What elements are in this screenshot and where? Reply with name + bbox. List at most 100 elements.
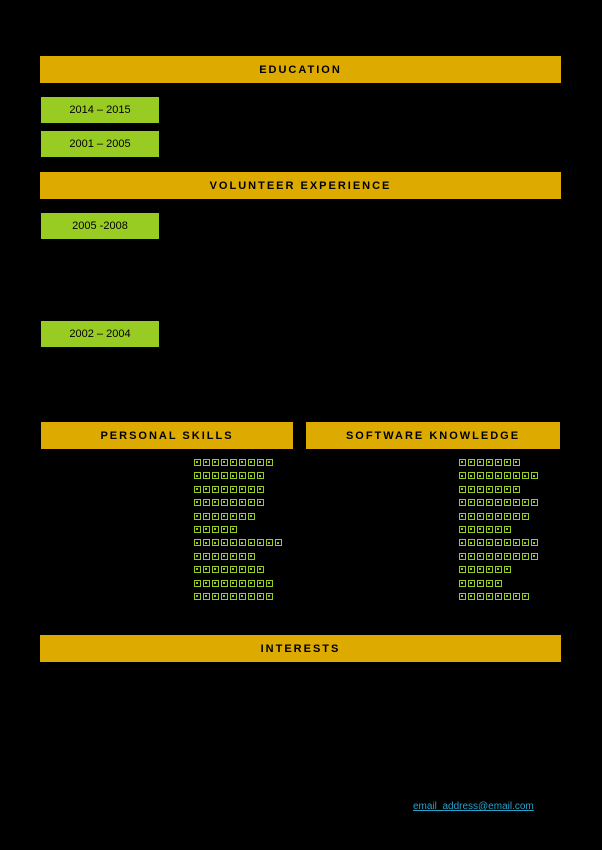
- skill-rating-row: [459, 551, 538, 562]
- rating-square-icon: [477, 539, 484, 547]
- rating-square-icon: [522, 552, 529, 560]
- rating-square-icon: [221, 539, 228, 547]
- rating-square-icon: [230, 472, 237, 480]
- rating-square-icon: [468, 459, 475, 466]
- rating-square-icon: [194, 592, 201, 600]
- volunteer-date-2: 2002 – 2004: [41, 321, 159, 347]
- skill-rating-row: [194, 551, 282, 562]
- rating-square-icon: [230, 459, 237, 466]
- rating-square-icon: [248, 552, 255, 560]
- rating-square-icon: [495, 552, 502, 560]
- skill-rating-row: [459, 564, 538, 575]
- rating-square-icon: [513, 485, 520, 493]
- rating-square-icon: [477, 512, 484, 520]
- rating-square-icon: [239, 472, 246, 480]
- rating-square-icon: [221, 566, 228, 574]
- education-date-1: 2014 – 2015: [41, 97, 159, 123]
- rating-square-icon: [477, 552, 484, 560]
- rating-square-icon: [477, 499, 484, 507]
- skill-rating-row: [459, 497, 538, 508]
- rating-square-icon: [495, 485, 502, 493]
- rating-square-icon: [194, 472, 201, 480]
- rating-square-icon: [221, 525, 228, 533]
- rating-square-icon: [468, 472, 475, 480]
- rating-square-icon: [239, 485, 246, 493]
- rating-square-icon: [495, 459, 502, 466]
- rating-square-icon: [459, 592, 466, 600]
- skill-rating-row: [459, 578, 538, 589]
- rating-square-icon: [504, 592, 511, 600]
- rating-square-icon: [486, 499, 493, 507]
- skill-rating-row: [194, 470, 282, 481]
- rating-square-icon: [459, 552, 466, 560]
- rating-square-icon: [504, 552, 511, 560]
- skill-rating-row: [194, 511, 282, 522]
- rating-square-icon: [486, 485, 493, 493]
- rating-square-icon: [468, 579, 475, 587]
- rating-square-icon: [486, 512, 493, 520]
- rating-square-icon: [194, 566, 201, 574]
- skill-rating-row: [194, 524, 282, 535]
- email-link[interactable]: email_address@email.com: [413, 801, 534, 812]
- rating-square-icon: [504, 472, 511, 480]
- skill-rating-row: [459, 470, 538, 481]
- education-header: EDUCATION: [40, 56, 561, 83]
- rating-square-icon: [248, 539, 255, 547]
- rating-square-icon: [513, 539, 520, 547]
- rating-square-icon: [248, 472, 255, 480]
- skill-rating-row: [194, 457, 282, 468]
- rating-square-icon: [468, 512, 475, 520]
- rating-square-icon: [221, 485, 228, 493]
- volunteer-date-1: 2005 -2008: [41, 213, 159, 239]
- rating-square-icon: [459, 512, 466, 520]
- rating-square-icon: [257, 579, 264, 587]
- rating-square-icon: [495, 499, 502, 507]
- rating-square-icon: [459, 525, 466, 533]
- rating-square-icon: [257, 566, 264, 574]
- rating-square-icon: [221, 472, 228, 480]
- rating-square-icon: [504, 539, 511, 547]
- interests-header: INTERESTS: [40, 635, 561, 662]
- rating-square-icon: [477, 472, 484, 480]
- skill-rating-row: [194, 497, 282, 508]
- rating-square-icon: [248, 592, 255, 600]
- rating-square-icon: [477, 579, 484, 587]
- rating-square-icon: [468, 539, 475, 547]
- rating-square-icon: [477, 592, 484, 600]
- rating-square-icon: [212, 525, 219, 533]
- rating-square-icon: [468, 552, 475, 560]
- skill-rating-row: [194, 484, 282, 495]
- rating-square-icon: [495, 539, 502, 547]
- rating-square-icon: [513, 592, 520, 600]
- rating-square-icon: [513, 459, 520, 466]
- rating-square-icon: [495, 472, 502, 480]
- skill-rating-row: [459, 511, 538, 522]
- rating-square-icon: [221, 579, 228, 587]
- rating-square-icon: [248, 512, 255, 520]
- rating-square-icon: [239, 499, 246, 507]
- rating-square-icon: [513, 512, 520, 520]
- rating-square-icon: [203, 459, 210, 466]
- rating-square-icon: [212, 499, 219, 507]
- rating-square-icon: [239, 566, 246, 574]
- rating-square-icon: [203, 579, 210, 587]
- rating-square-icon: [239, 579, 246, 587]
- rating-square-icon: [477, 525, 484, 533]
- rating-square-icon: [486, 579, 493, 587]
- skill-rating-row: [194, 591, 282, 602]
- skill-rating-row: [459, 484, 538, 495]
- rating-square-icon: [203, 552, 210, 560]
- rating-square-icon: [531, 499, 538, 507]
- rating-square-icon: [194, 525, 201, 533]
- rating-square-icon: [194, 459, 201, 466]
- rating-square-icon: [468, 525, 475, 533]
- rating-square-icon: [257, 499, 264, 507]
- rating-square-icon: [230, 499, 237, 507]
- rating-square-icon: [495, 579, 502, 587]
- rating-square-icon: [468, 566, 475, 574]
- rating-square-icon: [513, 552, 520, 560]
- rating-square-icon: [221, 459, 228, 466]
- skill-rating-row: [459, 457, 538, 468]
- rating-square-icon: [230, 539, 237, 547]
- rating-square-icon: [459, 566, 466, 574]
